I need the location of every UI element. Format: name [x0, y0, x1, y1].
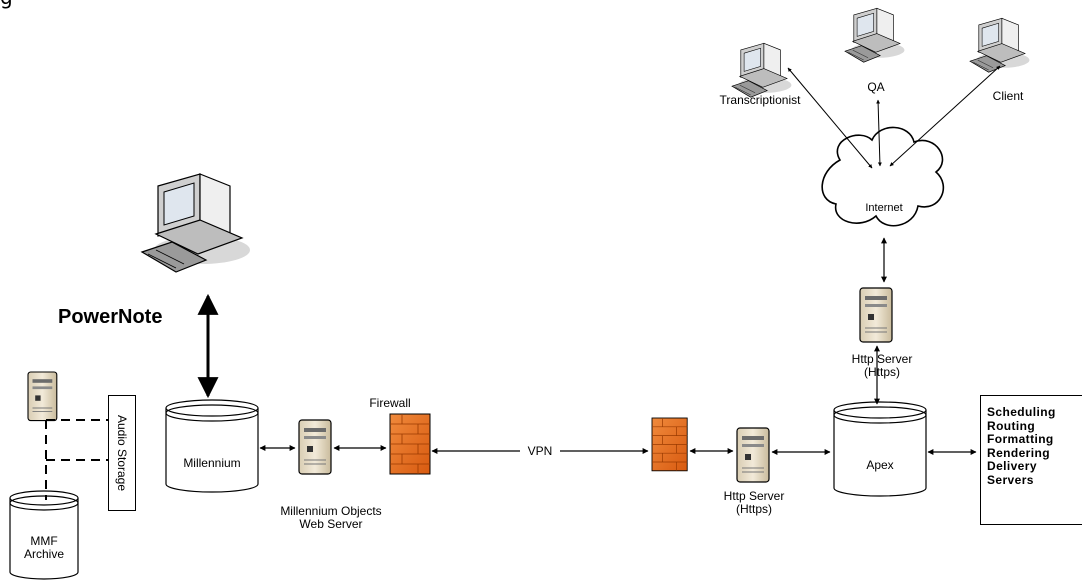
service-item: Delivery: [987, 459, 1037, 473]
service-item: Servers: [987, 472, 1034, 487]
http-server-bottom-line-2: (Https): [736, 502, 772, 516]
mmf-archive-line-2: Archive: [23, 547, 64, 561]
qa-workstation: [844, 7, 905, 63]
mmf-archive-line-1: MMF: [30, 534, 58, 548]
apex-label: Apex: [866, 458, 894, 472]
firewall-right: [651, 417, 688, 472]
audio-storage-box: Audio Storage: [108, 395, 136, 511]
client-label: Client: [992, 89, 1024, 103]
header-fragment: g: [0, 0, 13, 10]
service-item: Scheduling: [987, 405, 1056, 419]
client-workstation: [969, 17, 1030, 73]
audio-storage-label: Audio Storage: [115, 414, 129, 492]
mmf-archive-label: MMF Archive: [10, 535, 78, 561]
qa-label: QA: [867, 80, 885, 94]
service-item: Routing: [987, 418, 1036, 433]
mmf-archive-db-shape: [9, 490, 79, 580]
http-server-bottom: [736, 427, 770, 483]
mo-web-server-line-2: Web Server: [299, 517, 363, 531]
http-server-top: [859, 287, 893, 343]
internet-label: Internet: [865, 202, 903, 214]
http-server-bottom-line-1: Http Server: [723, 489, 785, 503]
http-server-top-label: Http Server (Https): [836, 353, 928, 379]
powernote-label: PowerNote: [58, 306, 163, 328]
millennium-db-shape: [165, 399, 259, 493]
mo-web-server-line-1: Millennium Objects: [280, 504, 382, 518]
service-item: Rendering: [987, 445, 1050, 460]
http-server-bottom-label: Http Server (Https): [712, 490, 796, 516]
http-server-top-line-1: Http Server: [851, 352, 913, 366]
transcriptionist-label: Transcriptionist: [719, 93, 801, 107]
storage-server: [27, 371, 58, 422]
mo-web-server: [298, 419, 332, 475]
powernote-workstation: [141, 173, 251, 273]
vpn-label: VPN: [520, 444, 560, 458]
http-server-top-line-2: (Https): [864, 365, 900, 379]
mo-web-server-label: Millennium Objects Web Server: [256, 505, 406, 531]
transcriptionist-workstation: [731, 42, 792, 98]
service-item: Formatting: [987, 432, 1054, 446]
firewall-left: [389, 413, 431, 475]
apex-db-shape: [833, 401, 927, 497]
millennium-label: Millennium: [183, 456, 241, 470]
firewall-label: Firewall: [369, 396, 411, 410]
